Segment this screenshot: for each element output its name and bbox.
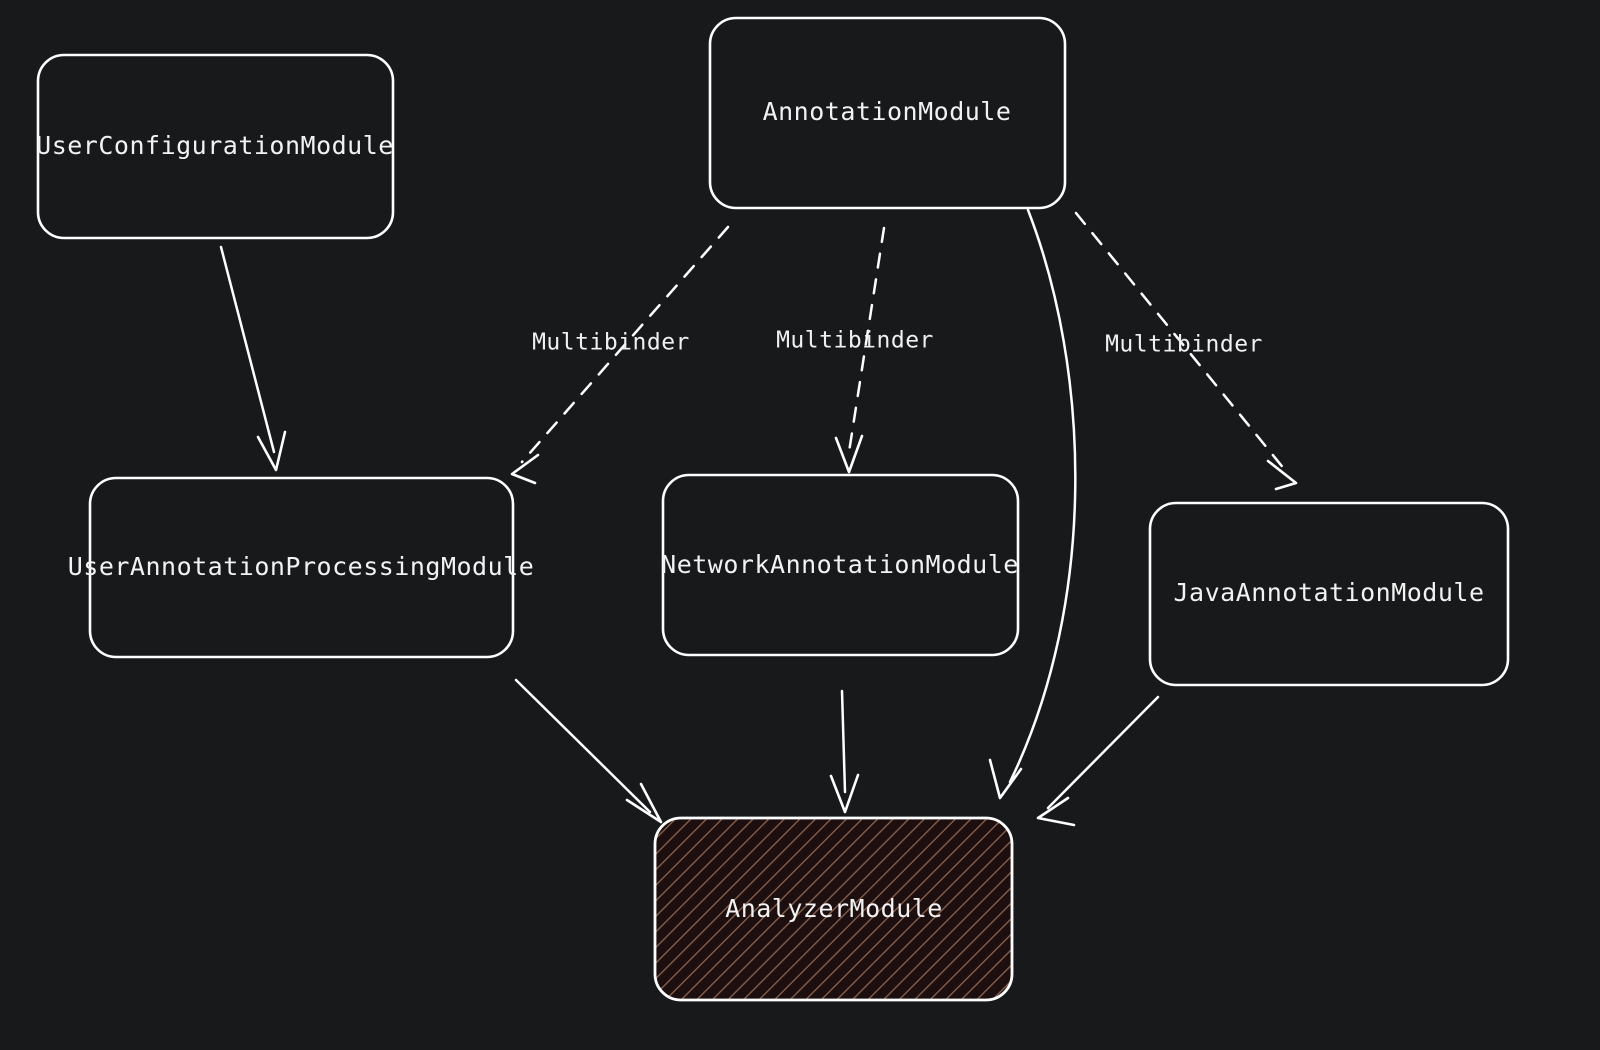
node-network-annotation-module[interactable]: NetworkAnnotationModule (661, 473, 1020, 657)
node-label-java-annotation-module: JavaAnnotationModule (1173, 578, 1484, 607)
node-label-network-annotation-module: NetworkAnnotationModule (661, 550, 1019, 579)
node-java-annotation-module[interactable]: JavaAnnotationModule (1148, 501, 1510, 687)
edge-label-multibinder-2: Multibinder (776, 328, 934, 354)
edge-annotation-to-analyzer (988, 208, 1077, 800)
node-user-configuration-module[interactable]: UserConfigurationModule (36, 53, 395, 240)
node-annotation-module[interactable]: AnnotationModule (708, 16, 1067, 210)
edge-userannotationprocessing-to-analyzer (514, 678, 663, 824)
node-label-user-configuration-module: UserConfigurationModule (36, 131, 394, 160)
node-box-analyzer-module[interactable] (653, 816, 1014, 1002)
node-box-network-annotation-module[interactable] (661, 473, 1020, 657)
node-box-user-configuration-module[interactable] (36, 53, 395, 240)
edge-userconfig-to-userannotationprocessing (219, 245, 287, 472)
edge-annotation-to-userannotationprocessing: Multibinder (510, 225, 730, 485)
edge-label-multibinder-1: Multibinder (532, 330, 690, 356)
edge-annotation-to-javaannotation: Multibinder (1074, 211, 1298, 491)
node-label-user-annotation-processing-module: UserAnnotationProcessingModule (68, 552, 535, 581)
node-user-annotation-processing-module[interactable]: UserAnnotationProcessingModule (68, 476, 535, 659)
node-label-annotation-module: AnnotationModule (763, 97, 1012, 126)
node-analyzer-module[interactable]: AnalyzerModule (653, 816, 1014, 1002)
edge-annotation-to-networkannotation: Multibinder (776, 226, 934, 474)
edge-javaannotation-to-analyzer (1036, 695, 1160, 827)
edge-networkannotation-to-analyzer (829, 689, 860, 814)
node-box-user-annotation-processing-module[interactable] (88, 476, 515, 659)
node-box-annotation-module[interactable] (708, 16, 1067, 210)
node-box-java-annotation-module[interactable] (1148, 501, 1510, 687)
edge-label-multibinder-3: Multibinder (1105, 332, 1263, 358)
node-label-analyzer-module: AnalyzerModule (725, 894, 943, 923)
